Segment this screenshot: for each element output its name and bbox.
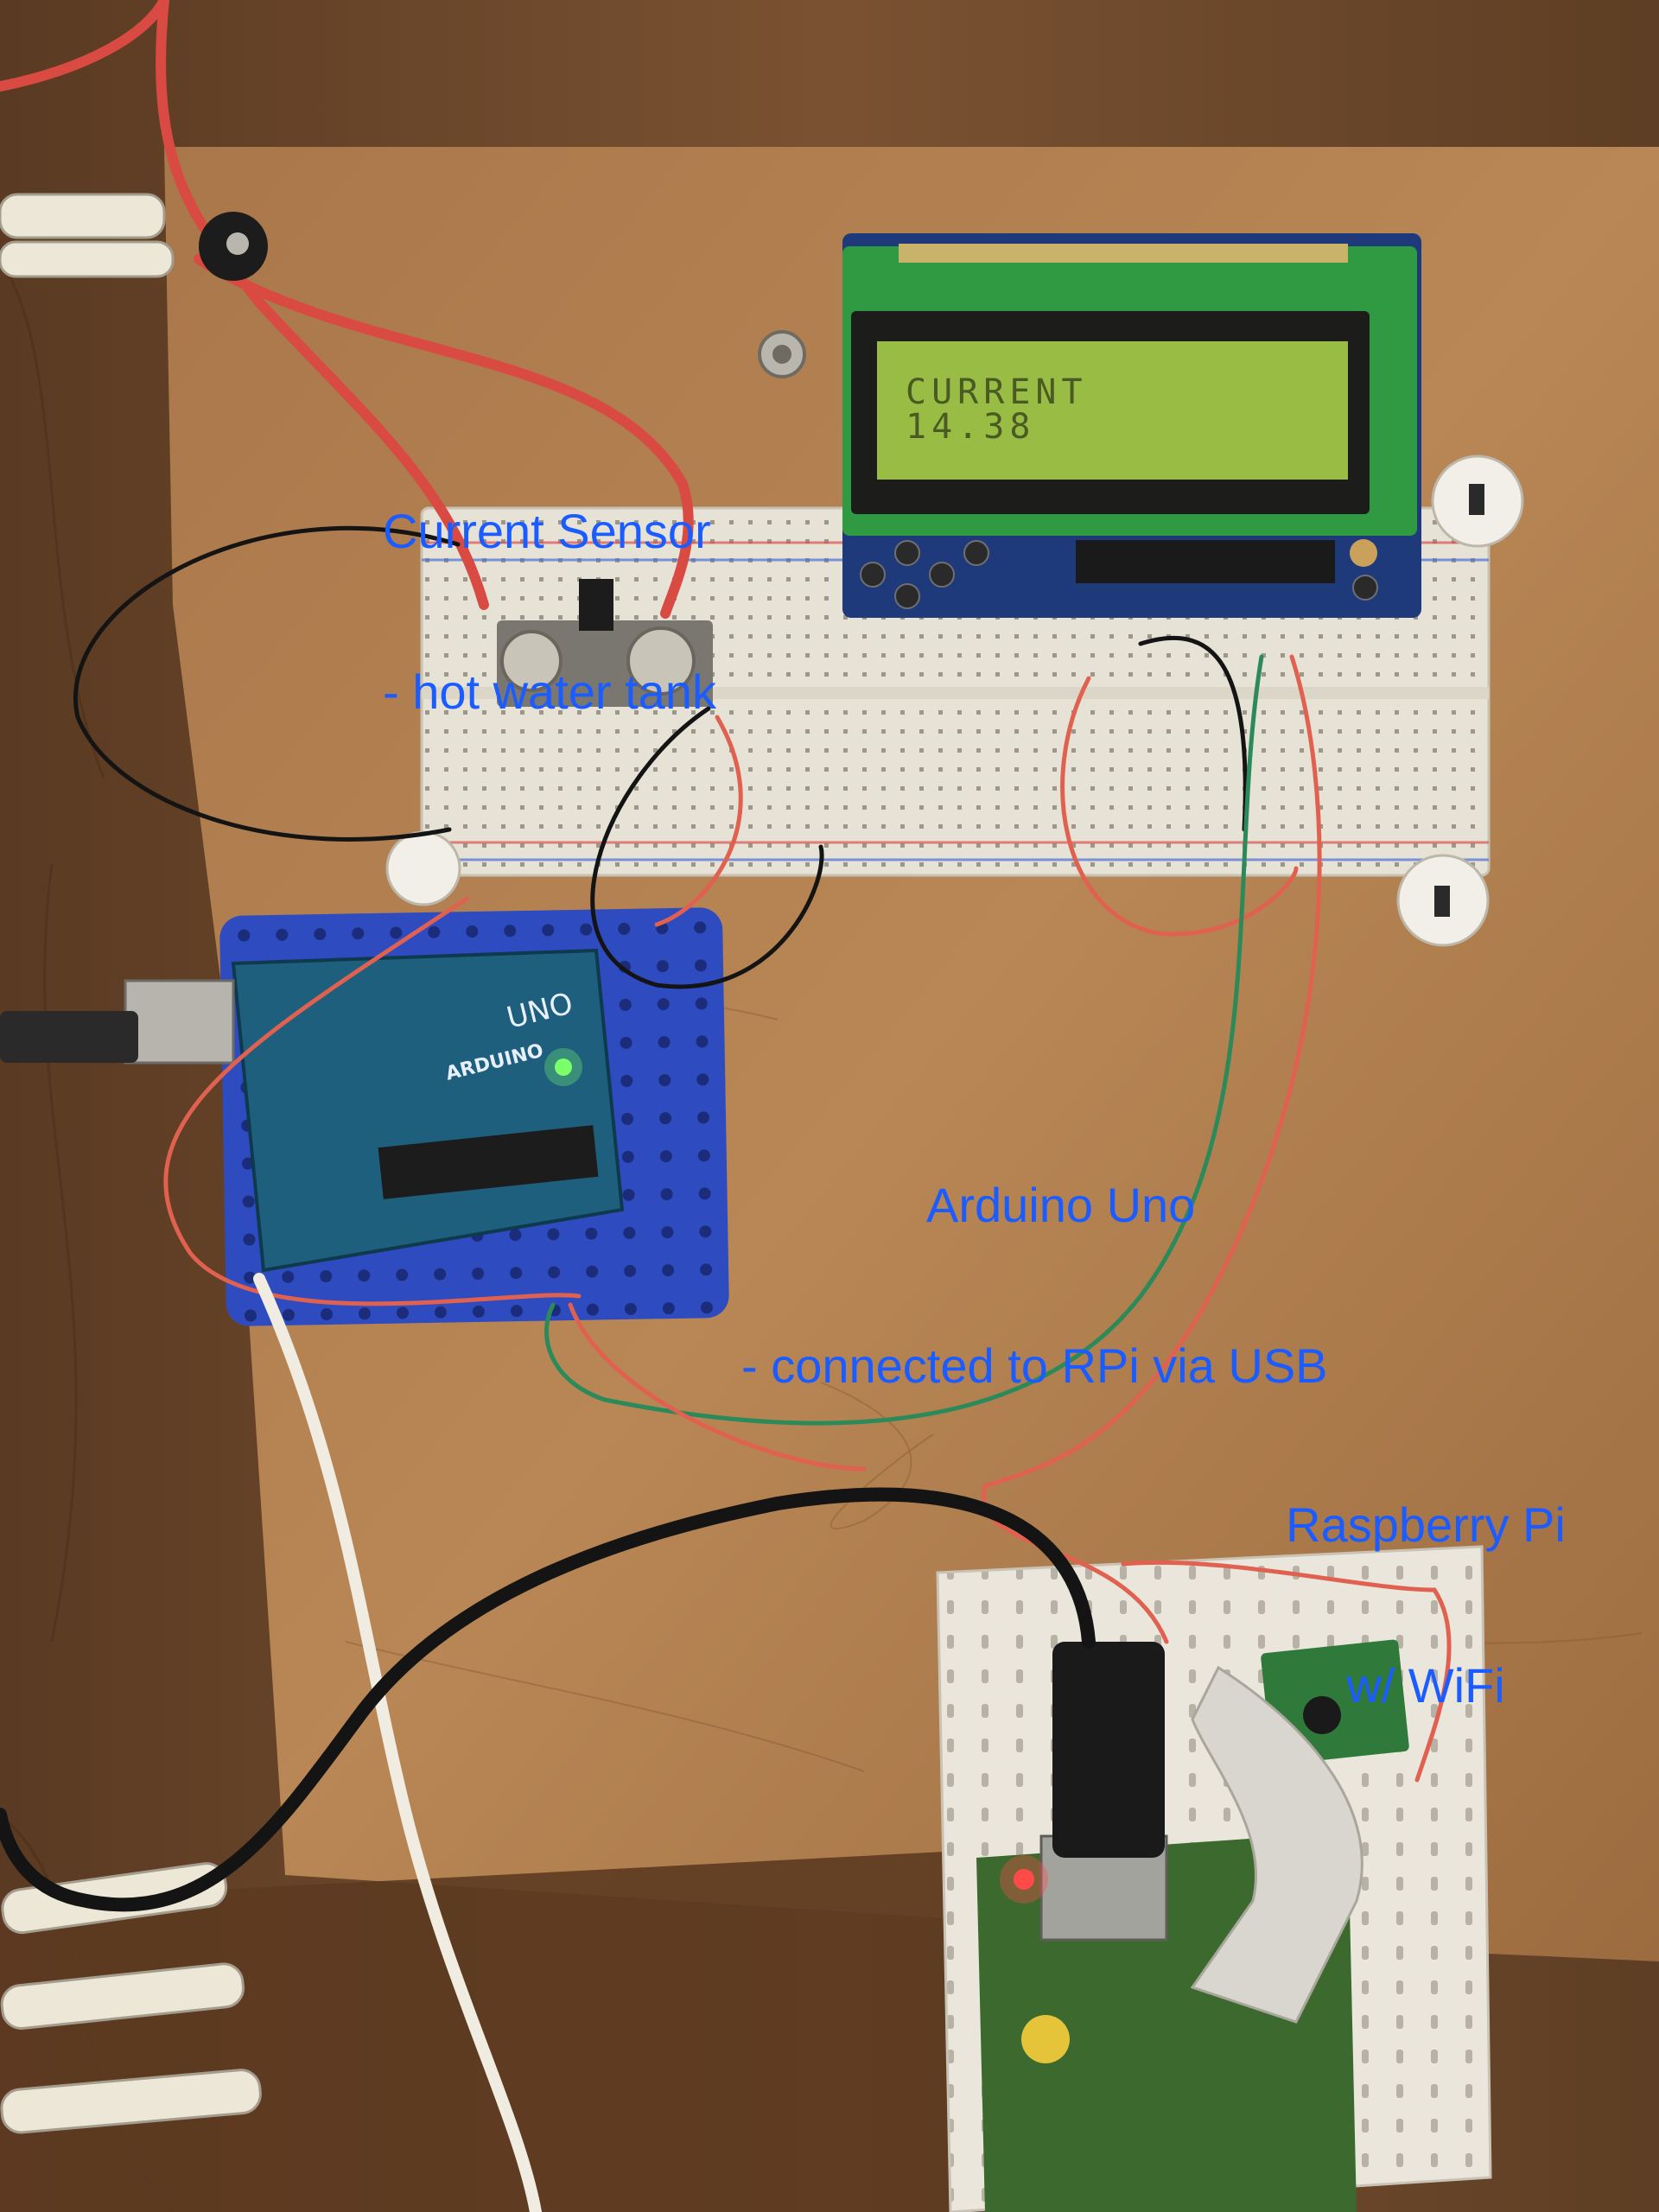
- raspberry-pi-annotation: Raspberry Pi w/ WiFi: [1257, 1391, 1594, 1766]
- lcd-line-2: 14.38: [906, 407, 1036, 447]
- terminal-screw-1: [500, 630, 563, 692]
- camera-ribbon-cable: [1190, 1665, 1363, 2024]
- lcd-line-1: CURRENT: [906, 372, 1088, 412]
- arduino-board: [231, 948, 625, 1273]
- lcd-ic-chip: [1076, 540, 1335, 583]
- usb-plug-arduino: [0, 1011, 138, 1063]
- arduino-usb-port: [124, 979, 235, 1065]
- usb-plug-rpi: [1052, 1642, 1165, 1858]
- annotation-line: Current Sensor: [383, 504, 711, 558]
- rpi-audio-jack: [1021, 2015, 1070, 2063]
- lcd-header-pins: [899, 244, 1348, 263]
- current-sensor-annotation: Current Sensor - hot water tank: [383, 397, 716, 772]
- lcd-screen: [877, 341, 1348, 480]
- lcd-potentiometer: [1350, 539, 1377, 567]
- annotation-line: Raspberry Pi: [1286, 1497, 1566, 1552]
- rpi-power-led: [1014, 1869, 1034, 1890]
- lcd-buttons: [860, 540, 1378, 609]
- annotation-line: - hot water tank: [383, 664, 716, 719]
- arduino-power-led: [555, 1058, 572, 1076]
- annotation-line: w/ WiFi: [1346, 1658, 1505, 1713]
- cable-clamp: [199, 212, 268, 281]
- lower-plank: [0, 1849, 994, 2212]
- annotation-line: Arduino Uno: [926, 1178, 1196, 1232]
- arduino-chip: [378, 1125, 599, 1199]
- terminal-screw-2: [626, 626, 696, 696]
- white-cables-left: [0, 193, 262, 2134]
- arduino-annotation: Arduino Uno - connected to RPi via USB: [741, 1071, 1328, 1446]
- annotation-line: - connected to RPi via USB: [741, 1338, 1328, 1393]
- wires: [0, 0, 1452, 2212]
